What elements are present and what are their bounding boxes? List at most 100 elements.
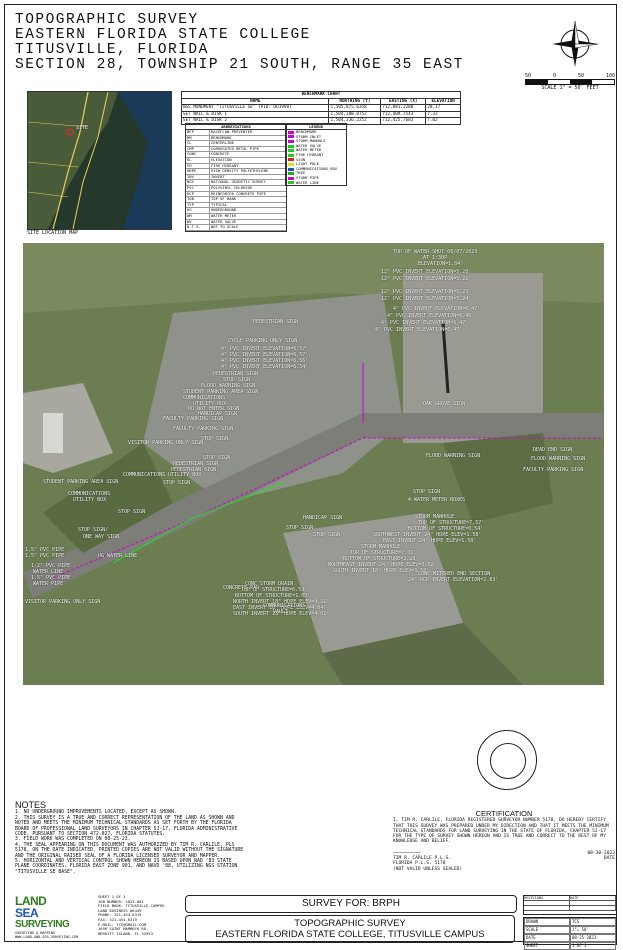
legend-item: LIGHT POLE (286, 162, 346, 167)
contact-line: 1699 SAINT MAMMOCK RD. (98, 926, 149, 932)
callout-pvc2: 12" PVC INVERT ELEVATION=5.22' (381, 276, 472, 282)
revisions-header: DATE (570, 896, 616, 900)
callout-cs2: TOP OF STRUCTURE=6.53' (241, 587, 308, 593)
legend-swatch-icon (288, 181, 294, 185)
abbreviation-key: WV (186, 219, 210, 225)
certification-text: I, TIM R. CARLILE, FLORIDA REGISTERED SU… (393, 818, 609, 845)
abbreviation-value: WATER VALVE (211, 218, 237, 224)
callout-cycle: CYCLE PARKING ONLY SIGN (228, 338, 298, 344)
revisions-header: REVISIONS (524, 896, 570, 900)
callout-cs4: NORTH INVERT 18" HDPE ELEV=4.11' (233, 599, 330, 605)
callout-visitor1: VISITOR PARKING ONLY SIGN (128, 440, 204, 446)
callout-pvc7: 4" PVC INVERT ELEVATION=6.47' (381, 320, 469, 326)
callout-pvc4: 12" PVC INVERT ELEVATION=5.24' (381, 296, 472, 302)
callout-faculty1: FACULTY PARKING SIGN (163, 416, 224, 422)
table-cell: 28.17 (425, 104, 461, 112)
abbreviation-value: CONCRETE (211, 151, 230, 157)
scale-bar: 50 0 50 100 SCALE 1" = 50' FEET (525, 73, 615, 91)
note-item: 2. THIS SURVEY IS A TRUE AND CORRECT REP… (15, 815, 238, 838)
abbreviation-value: REINFORCED CONCRETE PIPE (211, 190, 266, 196)
callout-comm2: COMMUNICATIONS UTILITY BOX (123, 472, 202, 478)
callout-sm5: EAST INVERT 24" HDPE ELEV=1.58' (383, 538, 477, 544)
callout-pipe5: 1.5" PVC PIPE (31, 575, 71, 581)
title-block-bottom: LAND SEA SURVEYING SURVEYING & MAPPING W… (13, 894, 618, 950)
legend-swatch-icon (288, 172, 294, 176)
legend-label: WATER VALVE (296, 142, 322, 148)
legend-swatch-icon (288, 135, 294, 139)
legend-label: STORM PIPE (296, 174, 319, 180)
callout-sm8: BOTTOM OF STRUCTURE=2.28' (343, 556, 419, 562)
contact-line: PHONE: 321-454-6319 (98, 912, 142, 918)
certification-date: 08-30-2023 (587, 850, 615, 856)
abbreviation-key: BM (186, 135, 210, 141)
callout-cs5: EAST INVERT 18" HDPE ELEV=4.04' (233, 605, 327, 611)
abbreviation-key: BFP (186, 129, 210, 135)
callout-stop1: STOP SIGN (223, 377, 251, 383)
signer-name: TIM R. CARLILE P.L.S. (393, 856, 452, 862)
abbreviation-key: HDPE (186, 169, 210, 174)
legend-item: WATER VALVE (286, 142, 346, 149)
callout-top-water-2: AT 1:30P (423, 255, 448, 261)
callout-pvc6: 4" PVC INVERT ELEVATION=6.46' (387, 313, 475, 319)
note-item: 3. FIELD WORK WAS COMPLETED ON 08-25-23. (15, 837, 131, 843)
abbreviation-value: NOT TO SCALE (211, 224, 239, 230)
validity-note: (NOT VALID UNLESS SEALED) (393, 866, 463, 872)
abbreviation-value: CENTERLINE (211, 140, 234, 146)
callout-pvc1: 12" PVC INVERT ELEVATION=5.28' (381, 269, 472, 275)
callout-comm1b: UTILITY BOX (193, 401, 227, 407)
title-line-3: TITUSVILLE, FLORIDA (15, 42, 209, 58)
callout-pipe1: 1.5" PVC PIPE (25, 547, 65, 553)
contact-line: FAX: 321-454-6319 (98, 916, 137, 922)
date-label: DATE (603, 856, 615, 862)
benchmark-title: BENCHMARK CHART (181, 91, 461, 99)
contact-line: LAND BUSINESS #6449 (98, 907, 142, 913)
abbreviation-key: FH (186, 163, 210, 169)
project-title-line-1: TOPOGRAPHIC SURVEY (294, 918, 406, 929)
signer-license: FLORIDA P.L.S. 5178 (393, 861, 446, 867)
callout-sm9: NORTHEAST INVERT 24" HDPE ELEV=3.52' (328, 562, 437, 568)
abbreviation-key: TOB (186, 197, 210, 202)
callout-student2: STUDENT PARKING AREA SIGN (43, 479, 119, 485)
legend-swatch-icon (288, 176, 294, 180)
project-title-line-2: EASTERN FLORIDA STATE COLLEGE, TITUSVILL… (215, 929, 485, 940)
abbreviation-key: N.T.S. (186, 224, 210, 230)
callout-ped1: PEDESTRIAN SIGN (253, 319, 299, 325)
legend-swatch-icon (288, 130, 294, 134)
callout-pvc10: 4" PVC INVERT ELEVATION=6.57' (221, 352, 309, 358)
callout-dead: DEAD END SIGN (533, 447, 573, 453)
scale-tick: 50 (577, 73, 584, 79)
abbreviation-value: TOP OF BANK (211, 196, 237, 202)
abbreviation-key: EL (186, 157, 210, 163)
callout-sm1: STORM MANHOLE (415, 514, 455, 520)
callout-stop4: STOP SIGN (163, 480, 191, 486)
notes-section: NOTES 1. NO UNDERGROUND IMPROVEMENTS LOC… (15, 800, 245, 875)
legend-item: WATER METER (286, 148, 346, 153)
legend-item: STORM PIPE (286, 174, 346, 181)
logo-line-3: SURVEYING (15, 919, 70, 930)
callout-comm3b: UTILITY BOX (73, 497, 107, 503)
legend-label: STORM MANHOLE (296, 138, 326, 144)
callout-handicap1: HANDICAP SIGN (198, 411, 238, 417)
callout-pipe4: WATER LINE (33, 569, 64, 575)
abbreviation-value: BACKFLOW PREVENTER (211, 129, 253, 134)
legend-item: STORM MANHOLE (286, 139, 346, 144)
legend-title: LEGEND (286, 124, 346, 130)
logo-tag: SURVEYING & MAPPING (15, 931, 56, 935)
table-cell: 712,425.7683 (380, 117, 427, 125)
sheet-info-cell: DRAWN (524, 918, 570, 926)
scale-tick: 0 (552, 73, 556, 79)
callout-pvc8: 4" PVC INVERT ELEVATION=6.47' (375, 327, 463, 333)
legend-label: BENCHMARK (296, 129, 317, 134)
callout-student1: STUDENT PARKING AREA SIGN (183, 389, 259, 395)
contact-line: MERRITT ISLAND, FL 32953 (98, 930, 153, 936)
certification-title: CERTIFICATION (475, 809, 533, 818)
